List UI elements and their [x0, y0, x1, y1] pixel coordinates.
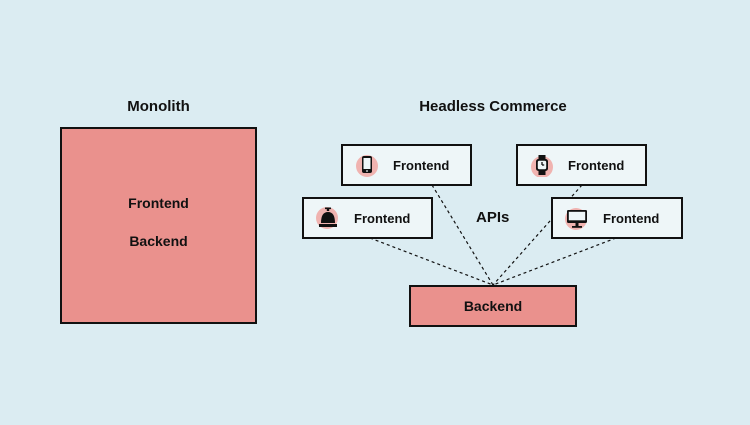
- headless-backend-box: Backend: [409, 285, 577, 327]
- frontend-label: Frontend: [393, 157, 450, 173]
- frontend-label: Frontend: [354, 210, 411, 226]
- frontend-box-bell: Frontend: [302, 197, 433, 239]
- monolith-box: Frontend Backend: [60, 127, 257, 324]
- desktop-monitor-icon: [565, 206, 589, 230]
- smartwatch-icon: [530, 153, 554, 177]
- frontend-box-phone: Frontend: [341, 144, 472, 186]
- monolith-backend-label: Backend: [129, 233, 188, 249]
- connector-line: [492, 184, 583, 286]
- frontend-box-watch: Frontend: [516, 144, 647, 186]
- headless-backend-label: Backend: [463, 298, 523, 314]
- apis-label: APIs: [476, 209, 510, 226]
- monolith-frontend-label: Frontend: [128, 195, 189, 211]
- smartphone-icon: [355, 153, 379, 177]
- frontend-box-desktop: Frontend: [551, 197, 683, 239]
- connector-line: [369, 237, 494, 286]
- frontend-label: Frontend: [603, 210, 660, 226]
- service-bell-icon: [316, 206, 340, 230]
- headless-title: Headless Commerce: [419, 98, 567, 115]
- connector-line: [431, 184, 494, 286]
- monolith-title: Monolith: [127, 98, 190, 115]
- connector-line: [492, 237, 617, 286]
- frontend-label: Frontend: [568, 157, 625, 173]
